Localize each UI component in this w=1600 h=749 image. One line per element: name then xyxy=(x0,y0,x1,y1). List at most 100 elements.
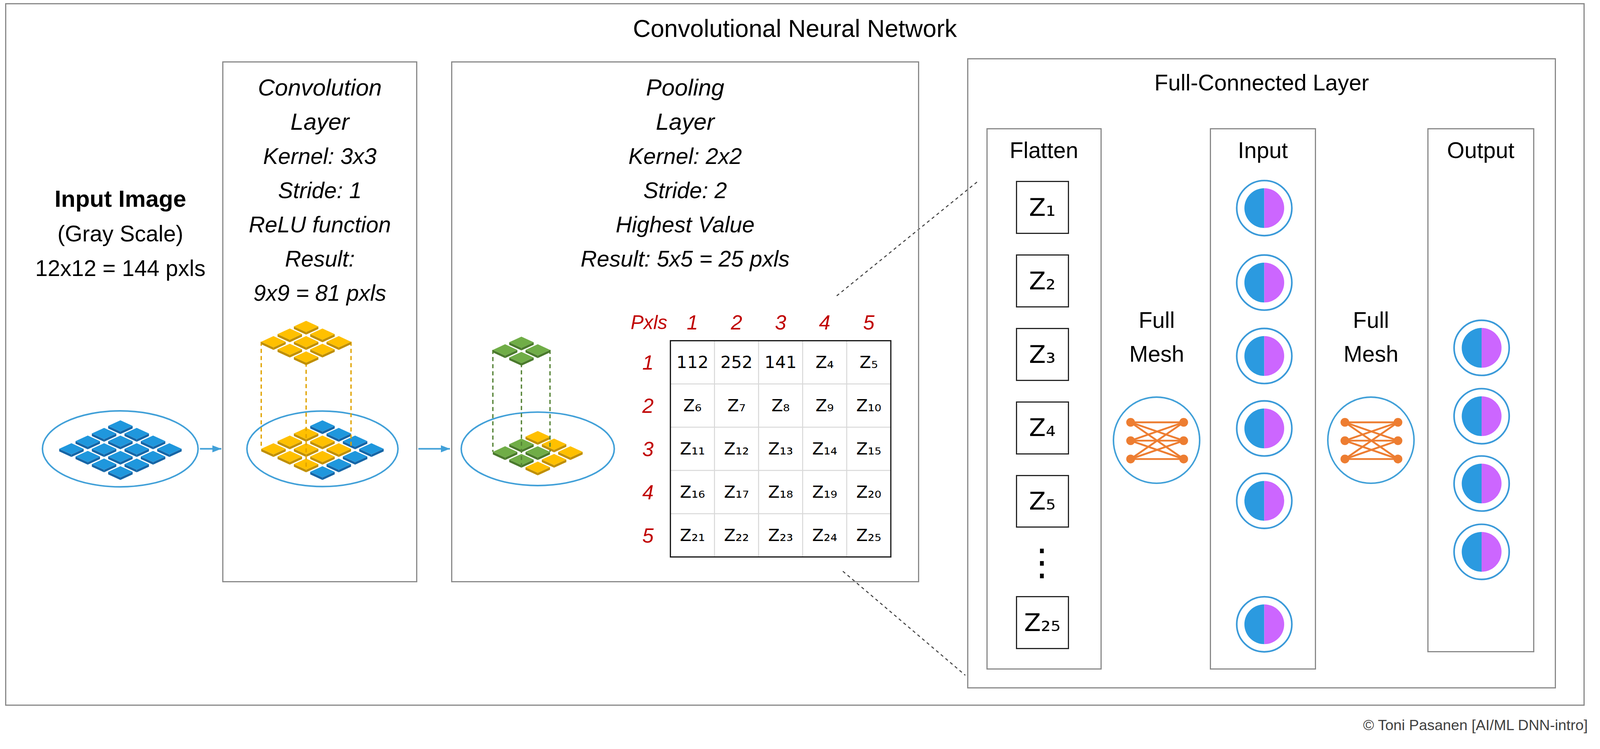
neuron-icon xyxy=(1236,473,1292,529)
text-stack: Full-Connected Layer xyxy=(968,67,1555,99)
label-anchor: Z₂₂ xyxy=(724,525,750,546)
label-anchor: 1 xyxy=(642,350,654,375)
pixel-tile xyxy=(310,328,335,340)
mesh-link xyxy=(1344,458,1398,461)
neuron-ring xyxy=(1236,180,1292,236)
pixel-tile xyxy=(124,458,150,471)
pixel-tile xyxy=(310,420,335,432)
flattened-value-box: Z₅ xyxy=(1015,475,1070,529)
mesh-dot xyxy=(1126,418,1135,427)
label-anchor: 252 xyxy=(720,352,753,373)
flattened-value-box: Z₂₅ xyxy=(1015,596,1070,650)
neuron-icon xyxy=(1454,456,1510,512)
table-cell: Z₂₁ xyxy=(680,525,706,546)
neuron-ring xyxy=(1236,328,1292,384)
node-text: Kernel: 2x2 xyxy=(628,139,743,174)
pixel-tile xyxy=(91,458,117,471)
mesh-link xyxy=(1130,422,1184,459)
convolution-pixel-grid xyxy=(261,420,384,481)
table-cell: Z₂₄ xyxy=(812,525,838,546)
pixel-tile xyxy=(108,435,133,448)
text-stack: Input xyxy=(1211,135,1315,166)
text-stack: Output xyxy=(1428,135,1534,166)
pixel-tile xyxy=(140,435,166,448)
row-number: 1 xyxy=(642,350,654,375)
pixel-tile xyxy=(293,320,319,333)
label-anchor: Z₂₄ xyxy=(812,525,838,546)
neuron-half xyxy=(1461,463,1482,504)
neuron-icon xyxy=(1454,524,1510,580)
node-heading: Z₅ xyxy=(1028,486,1056,517)
table-cell: Z₂₀ xyxy=(856,482,882,503)
node-heading: Z₂₅ xyxy=(1024,607,1061,639)
label-anchor: © Toni Pasanen [AI/ML DNN-intro] xyxy=(1363,716,1588,735)
mesh-dot xyxy=(1340,436,1350,446)
mesh-link xyxy=(1344,440,1398,460)
pixel-tile xyxy=(310,343,335,356)
pixel-tile xyxy=(277,343,303,356)
projection-line xyxy=(350,341,352,449)
table-cell: Z₁₉ xyxy=(812,482,838,503)
neuron-half xyxy=(1264,408,1285,449)
pooling-pixel-grid xyxy=(492,431,583,476)
label-anchor: 3 xyxy=(642,436,654,461)
neuron-half xyxy=(1481,328,1502,368)
table-cell: Z₁₇ xyxy=(724,482,750,503)
table-cell: Z₉ xyxy=(815,395,834,416)
text-stack: Full Mesh xyxy=(1112,303,1201,371)
label-anchor: 1 xyxy=(686,310,699,335)
mesh-link xyxy=(1130,421,1184,424)
table-cell: 112 xyxy=(676,352,709,373)
full-mesh-icon xyxy=(1126,418,1188,464)
pixel-tile xyxy=(359,443,384,455)
neuron-ring xyxy=(1454,320,1510,376)
pixel-tile xyxy=(108,451,133,463)
node-text: Stride: 1 xyxy=(278,173,362,208)
label-anchor: Z₁₇ xyxy=(724,482,750,503)
neuron-half xyxy=(1461,396,1482,437)
pixel-tile xyxy=(91,443,117,455)
text-stack: Z₄ xyxy=(1017,402,1068,454)
mesh-link xyxy=(1344,422,1398,459)
node-text: Kernel: 3x3 xyxy=(263,139,377,174)
pixel-tile xyxy=(541,454,567,466)
pixel-tile xyxy=(108,466,133,478)
node-heading: Z₂ xyxy=(1028,265,1056,297)
neuron-half xyxy=(1244,262,1265,303)
label-anchor: 4 xyxy=(642,479,654,505)
image-plate xyxy=(461,412,615,486)
text-stack: Input Image(Gray Scale)12x12 = 144 pxls xyxy=(41,181,200,286)
neuron-half xyxy=(1244,188,1265,229)
continuation-dots: ⋮ xyxy=(1023,540,1060,585)
flow-arrow xyxy=(199,448,222,450)
pixel-tile xyxy=(492,446,518,458)
pixel-tile xyxy=(293,336,319,348)
neuron-half xyxy=(1264,481,1285,521)
node-heading: Z₄ xyxy=(1028,412,1056,444)
neuron-half xyxy=(1264,336,1285,377)
circle-border xyxy=(1327,397,1414,484)
text-stack: Flatten xyxy=(987,135,1101,166)
pixel-tile xyxy=(124,427,150,440)
label-anchor: Pxls xyxy=(630,310,668,334)
neuron-half xyxy=(1244,336,1265,377)
pixel-tile xyxy=(509,352,534,364)
column-number: 3 xyxy=(774,310,787,335)
label-anchor: Z₁₄ xyxy=(812,438,838,459)
column-number: 4 xyxy=(818,310,831,335)
table-cell: Z₆ xyxy=(683,395,702,416)
pixel-tile xyxy=(326,458,351,471)
table-cell: Z₁₅ xyxy=(856,438,882,459)
flatten-column: FlattenZ₁Z₂Z₃Z₄Z₅Z₂₅ xyxy=(986,128,1102,671)
text-stack: Z₂ xyxy=(1017,255,1068,307)
node-heading: Input Image xyxy=(54,181,187,217)
neuron-icon xyxy=(1236,401,1292,457)
zoom-leader-line xyxy=(842,571,966,676)
output-layer-column: Output xyxy=(1427,128,1535,653)
pixel-tile xyxy=(326,443,351,455)
row-number: 5 xyxy=(642,523,654,548)
table-cell: Z₇ xyxy=(727,395,746,416)
kernel-window xyxy=(261,320,351,471)
full-mesh-circle: Full Mesh xyxy=(1327,396,1415,485)
pixel-tile xyxy=(75,451,100,463)
